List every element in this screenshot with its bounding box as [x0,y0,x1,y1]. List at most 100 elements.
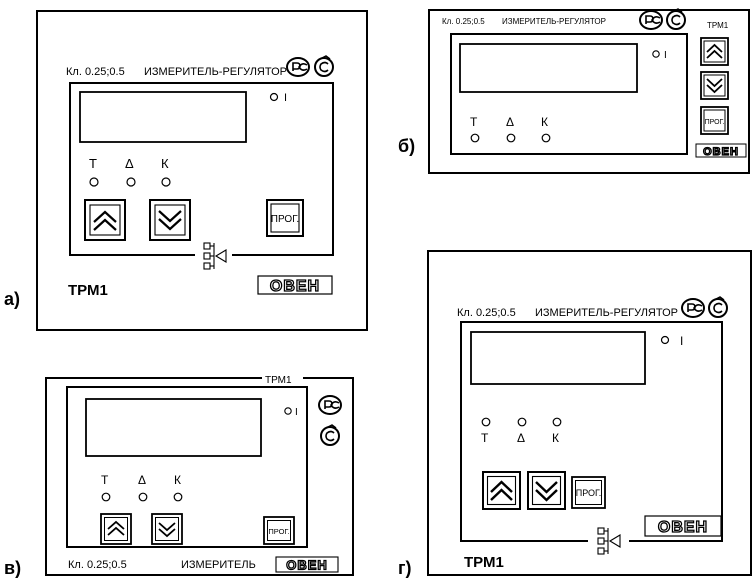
panel-a-down-button[interactable] [149,199,191,241]
panel-g-indicator-t-led [481,417,491,427]
panel-g-indicator-t-label: Т [481,431,489,445]
panel-a-indicator-t-led [89,177,99,187]
panel-v-accuracy-class: Кл. 0.25;0.5 [68,559,127,571]
panel-b: Кл. 0.25;0.5 ИЗМЕРИТЕЛЬ-РЕГУЛЯТОР ТРМ1 I… [428,8,750,174]
panel-b-indicator-t-led [470,133,480,143]
panel-v-front-frame [66,386,308,548]
panel-v-up-button[interactable] [100,513,132,545]
double-chevron-down-icon [706,78,723,94]
panel-a-up-button[interactable] [84,199,126,241]
svg-text:ОВЕН: ОВЕН [270,278,320,295]
panel-a-indicator-k-led [161,177,171,187]
panel-v-prog-label: ПРОГ. [268,527,289,536]
panel-a-brand-logo: ОВЕН [257,275,333,296]
panel-v-status-mark: I [295,407,298,418]
panel-a-status-mark: I [284,92,287,104]
panel-g-model-label: ТРМ1 [464,554,504,571]
panel-g-indicator-k-led [552,417,562,427]
panel-b-indicator-delta-led [506,133,516,143]
panel-v-brand-logo: ОВЕН [275,556,339,573]
panel-a-indicator-delta-label: Δ [125,156,134,171]
double-chevron-down-icon [158,210,182,231]
panel-g-status-led [660,335,670,345]
panel-b-status-led [652,50,660,58]
panel-b-brand-logo: ОВЕН [695,143,747,159]
panel-a-frame [36,10,368,331]
double-chevron-down-icon [158,522,176,538]
svg-text:ОВЕН: ОВЕН [703,146,739,158]
panel-g-display [470,331,646,385]
panel-b-model-label: ТРМ1 [707,21,729,30]
panel-b-status-mark: I [664,50,667,61]
panel-a-status-led [269,92,279,102]
svg-text:ОВЕН: ОВЕН [286,558,328,573]
panel-v-model-label: ТРМ1 [265,375,292,386]
panel-a-model-label: ТРМ1 [68,282,108,299]
panel-b-frame [428,9,750,174]
panel-b-prog-label: ПРОГ. [705,119,725,126]
panel-g-indicator-delta-led [517,417,527,427]
panel-b-down-button[interactable] [700,71,729,100]
panel-g-accuracy-class: Кл. 0.25;0.5 [457,307,516,319]
panel-a-indicator-k-label: К [161,156,169,171]
panel-b-device-type: ИЗМЕРИТЕЛЬ-РЕГУЛЯТОР [502,17,606,26]
panel-b-indicator-k-led [541,133,551,143]
panel-g-indicator-k-label: К [552,431,559,445]
panel-v-status-led [284,407,292,415]
panel-b-cert-ce-icon [666,8,686,30]
panel-g-prog-label: ПРОГ. [576,488,602,498]
panel-b-indicator-delta-label: Δ [506,115,514,129]
panel-v-cert-ce-icon [320,424,340,446]
panel-g-frame [427,250,752,576]
panel-v-display [85,398,262,457]
panel-g-status-mark: I [680,334,683,348]
panel-b-cert-rst-icon [639,10,663,30]
panel-v-indicator-k-label: К [174,473,181,487]
double-chevron-down-icon [535,481,558,502]
panel-a-indicator-t-label: Т [89,156,97,171]
double-chevron-up-icon [490,480,513,501]
panel-b-display [459,43,638,93]
panel-v-down-button[interactable] [151,513,183,545]
panel-g-prog-button[interactable]: ПРОГ. [571,476,606,509]
panel-g-brand-logo: ОВЕН [644,515,722,537]
panel-a-cert-rst-icon [286,57,310,77]
panel-v-indicator-t-led [101,492,111,502]
panel-v: ТРМ1 I Т Δ К ПРОГ. Кл. 0.25;0.5 ИЗМЕРИТЕ… [45,375,354,576]
panel-g: Кл. 0.25;0.5 ИЗМЕРИТЕЛЬ-РЕГУЛЯТОР I Т Δ … [427,250,752,576]
panel-a-prog-label: ПРОГ. [271,214,299,225]
panel-g-cert-rst-icon [681,298,705,318]
panel-v-cert-rst-icon [318,395,342,415]
svg-text:ОВЕН: ОВЕН [658,519,708,536]
panel-b-prog-button[interactable]: ПРОГ. [700,106,729,135]
panel-b-accuracy-class: Кл. 0.25;0.5 [442,17,485,26]
panel-a-accuracy-class: Кл. 0.25;0.5 [66,66,125,78]
panel-a: Кл. 0.25;0.5 ИЗМЕРИТЕЛЬ-РЕГУЛЯТОР I Т Δ … [36,10,368,331]
caption-b: б) [398,136,415,156]
panel-b-indicator-t-label: Т [470,115,478,129]
caption-a: а) [4,289,20,309]
panel-v-prog-button[interactable]: ПРОГ. [263,516,295,545]
panel-a-interface-icon [203,242,227,270]
panel-a-device-type: ИЗМЕРИТЕЛЬ-РЕГУЛЯТОР [144,66,287,78]
panel-g-up-button[interactable] [482,471,521,510]
panel-v-indicator-t-label: Т [101,473,109,487]
panel-a-prog-button[interactable]: ПРОГ. [266,199,304,237]
double-chevron-up-icon [107,520,125,536]
panel-g-interface-icon [597,527,621,555]
panel-a-indicator-delta-led [126,177,136,187]
panel-b-up-button[interactable] [700,37,729,66]
panel-b-indicator-k-label: К [541,115,548,129]
panel-v-device-type: ИЗМЕРИТЕЛЬ [181,559,256,571]
panel-g-indicator-delta-label: Δ [517,431,525,445]
panel-g-cert-ce-icon [708,296,728,318]
panel-a-cert-ce-icon [314,55,334,77]
caption-g: г) [398,558,412,578]
panel-v-indicator-delta-label: Δ [138,473,146,487]
panel-v-indicator-k-led [173,492,183,502]
double-chevron-up-icon [706,43,723,59]
panel-g-down-button[interactable] [527,471,566,510]
panel-v-frame [45,377,354,576]
panel-g-device-type: ИЗМЕРИТЕЛЬ-РЕГУЛЯТОР [535,307,678,319]
